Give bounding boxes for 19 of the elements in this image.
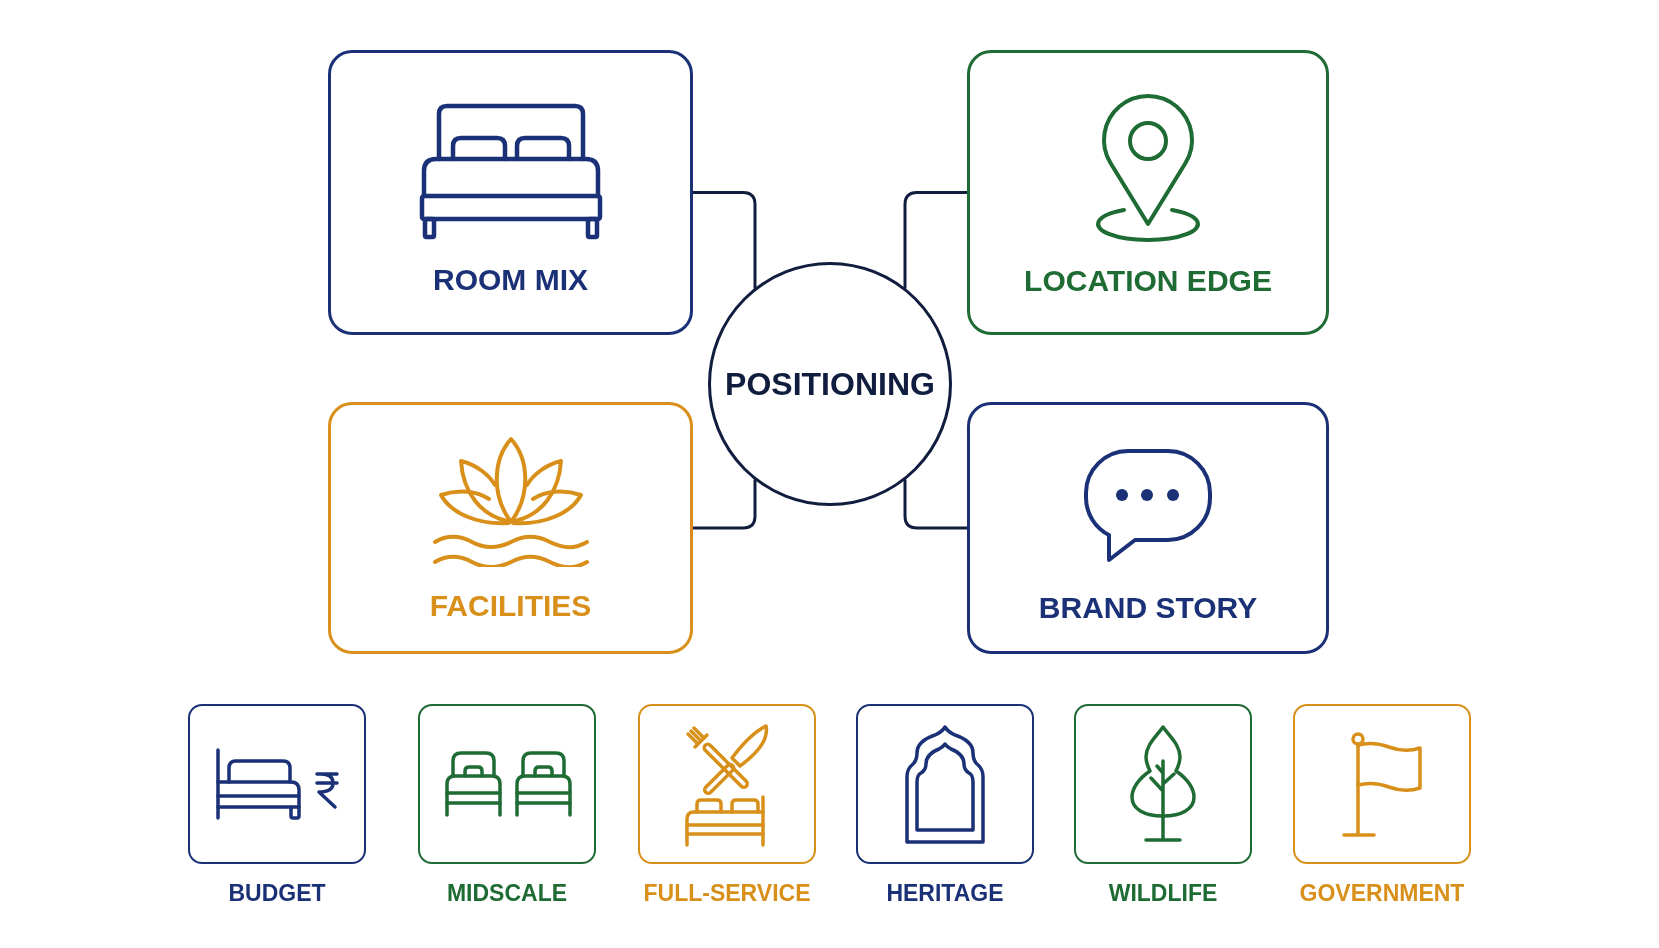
- connector-line: [903, 478, 969, 530]
- segment-label: FULL-SERVICE: [643, 880, 811, 906]
- card-title: BRAND STORY: [1037, 590, 1259, 625]
- category-card: [967, 50, 1329, 335]
- card-title: FACILITIES: [428, 588, 593, 623]
- card-title: ROOM MIX: [432, 262, 589, 297]
- card-title: LOCATION EDGE: [1023, 263, 1273, 298]
- connector-line: [691, 191, 757, 290]
- segment-label: GOVERNMENT: [1299, 880, 1465, 906]
- category-card: [967, 402, 1329, 654]
- connector-line: [903, 191, 969, 290]
- category-card: [328, 402, 693, 654]
- segment-label: BUDGET: [228, 880, 326, 906]
- segment-label: WILDLIFE: [1108, 880, 1218, 906]
- category-card: [328, 50, 693, 335]
- segment-label: MIDSCALE: [446, 880, 568, 906]
- hub-label: POSITIONING: [725, 365, 935, 403]
- connector-line: [691, 478, 757, 530]
- segment-label: HERITAGE: [886, 880, 1004, 906]
